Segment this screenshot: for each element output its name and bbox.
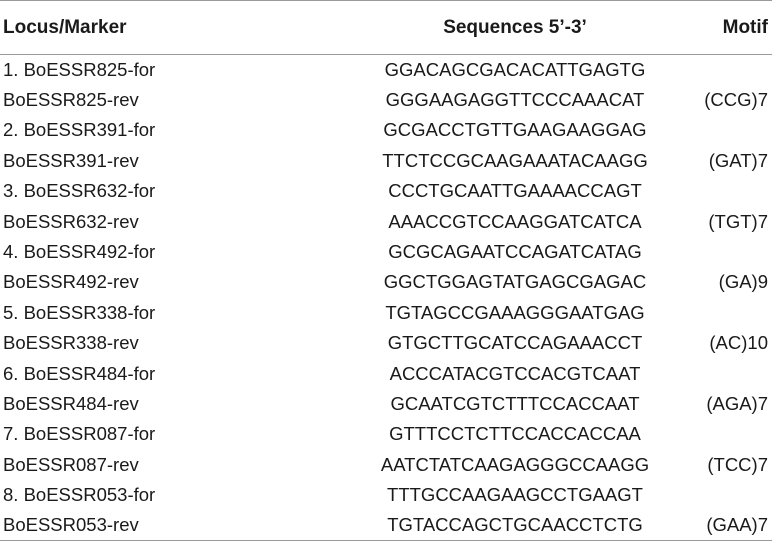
- locus-cell: 8. BoESSR053-for: [3, 484, 156, 506]
- sequence-cell: AAACCGTCCAAGGATCATCA: [388, 210, 642, 232]
- motif-cell: [670, 115, 772, 145]
- table-row: 3. BoESSR632-for CCCTGCAATTGAAAACCAGT: [0, 176, 772, 206]
- sequence-cell: GCGACCTGTTGAAGAAGGAG: [383, 119, 647, 141]
- locus-cell: 7. BoESSR087-for: [3, 423, 156, 445]
- motif-cell: [670, 176, 772, 206]
- table-row: BoESSR391-rev TTCTCCGCAAGAAATACAAGG (GAT)7: [0, 146, 772, 176]
- sequence-cell: TTCTCCGCAAGAAATACAAGG: [382, 149, 648, 171]
- locus-cell: BoESSR632-rev: [3, 210, 139, 232]
- table-header: Locus/Marker Sequences 5’-3’ Motif: [0, 0, 772, 55]
- locus-cell: 5. BoESSR338-for: [3, 301, 156, 323]
- motif-cell: (AGA)7: [706, 392, 768, 414]
- sequence-cell: GTGCTTGCATCCAGAAACCT: [387, 332, 643, 354]
- table-row: 5. BoESSR338-for TGTAGCCGAAAGGGAATGAG: [0, 298, 772, 328]
- column-header-sequences: Sequences 5’-3’: [300, 0, 670, 55]
- sequence-cell: TGTACCAGCTGCAACCTCTG: [300, 510, 670, 542]
- motif-cell: (TGT)7: [708, 210, 768, 232]
- motif-cell: [670, 480, 772, 510]
- locus-cell: BoESSR825-rev: [3, 89, 139, 111]
- locus-cell: 3. BoESSR632-for: [3, 180, 156, 202]
- locus-cell: 2. BoESSR391-for: [3, 119, 156, 141]
- sequence-cell: CCCTGCAATTGAAAACCAGT: [388, 180, 642, 202]
- motif-cell: (CCG)7: [704, 89, 768, 111]
- table-row: BoESSR484-rev GCAATCGTCTTTCCACCAAT (AGA)7: [0, 389, 772, 419]
- sequence-cell: TGTAGCCGAAAGGGAATGAG: [385, 301, 645, 323]
- primer-table: Locus/Marker Sequences 5’-3’ Motif 1. Bo…: [0, 0, 772, 542]
- locus-cell: BoESSR053-rev: [0, 510, 300, 542]
- motif-cell: [670, 55, 772, 85]
- column-header-locus: Locus/Marker: [0, 0, 300, 55]
- motif-cell: (AC)10: [709, 332, 768, 354]
- locus-cell: 1. BoESSR825-for: [3, 58, 156, 80]
- locus-cell: BoESSR087-rev: [3, 453, 139, 475]
- sequence-cell: GGACAGCGACACATTGAGTG: [384, 58, 646, 80]
- motif-cell: (GA)9: [718, 271, 768, 293]
- motif-cell: [670, 237, 772, 267]
- motif-cell: [670, 419, 772, 449]
- motif-cell: (GAT)7: [708, 149, 768, 171]
- locus-cell: BoESSR338-rev: [3, 332, 139, 354]
- table-row: BoESSR632-rev AAACCGTCCAAGGATCATCA (TGT)7: [0, 206, 772, 236]
- table-row: BoESSR825-rev GGGAAGAGGTTCCCAAACAT (CCG)7: [0, 85, 772, 115]
- table-row: 1. BoESSR825-for GGACAGCGACACATTGAGTG: [0, 55, 772, 85]
- locus-cell: BoESSR492-rev: [3, 271, 139, 293]
- locus-cell: 4. BoESSR492-for: [3, 241, 156, 263]
- motif-cell: (GAA)7: [670, 510, 772, 542]
- table-row: 7. BoESSR087-for GTTTCCTCTTCCACCACCAA: [0, 419, 772, 449]
- table-body: 1. BoESSR825-for GGACAGCGACACATTGAGTG BoES…: [0, 55, 772, 542]
- table-row: BoESSR492-rev GGCTGGAGTATGAGCGAGAC (GA)9: [0, 267, 772, 297]
- header-row: Locus/Marker Sequences 5’-3’ Motif: [0, 0, 772, 55]
- locus-cell: BoESSR391-rev: [3, 149, 139, 171]
- sequence-cell: ACCCATACGTCCACGTCAAT: [389, 362, 641, 384]
- sequence-cell: GCAATCGTCTTTCCACCAAT: [390, 392, 640, 414]
- locus-cell: BoESSR484-rev: [3, 392, 139, 414]
- motif-cell: [670, 298, 772, 328]
- table-row: BoESSR087-rev AATCTATCAAGAGGGCCAAGG (TCC)7: [0, 450, 772, 480]
- table-row: 2. BoESSR391-for GCGACCTGTTGAAGAAGGAG: [0, 115, 772, 145]
- table-row: 4. BoESSR492-for GCGCAGAATCCAGATCATAG: [0, 237, 772, 267]
- sequence-cell: GGGAAGAGGTTCCCAAACAT: [385, 89, 645, 111]
- motif-cell: (TCC)7: [707, 453, 768, 475]
- column-header-motif: Motif: [670, 0, 772, 55]
- table-row: 8. BoESSR053-for TTTGCCAAGAAGCCTGAAGT: [0, 480, 772, 510]
- sequence-cell: AATCTATCAAGAGGGCCAAGG: [380, 453, 650, 475]
- table-row: BoESSR338-rev GTGCTTGCATCCAGAAACCT (AC)10: [0, 328, 772, 358]
- table-row: 6. BoESSR484-for ACCCATACGTCCACGTCAAT: [0, 358, 772, 388]
- sequence-cell: GTTTCCTCTTCCACCACCAA: [389, 423, 641, 445]
- motif-cell: [670, 358, 772, 388]
- sequence-cell: GCGCAGAATCCAGATCATAG: [388, 241, 642, 263]
- sequence-cell: GGCTGGAGTATGAGCGAGAC: [383, 271, 647, 293]
- locus-cell: 6. BoESSR484-for: [3, 362, 156, 384]
- sequence-cell: TTTGCCAAGAAGCCTGAAGT: [387, 484, 643, 506]
